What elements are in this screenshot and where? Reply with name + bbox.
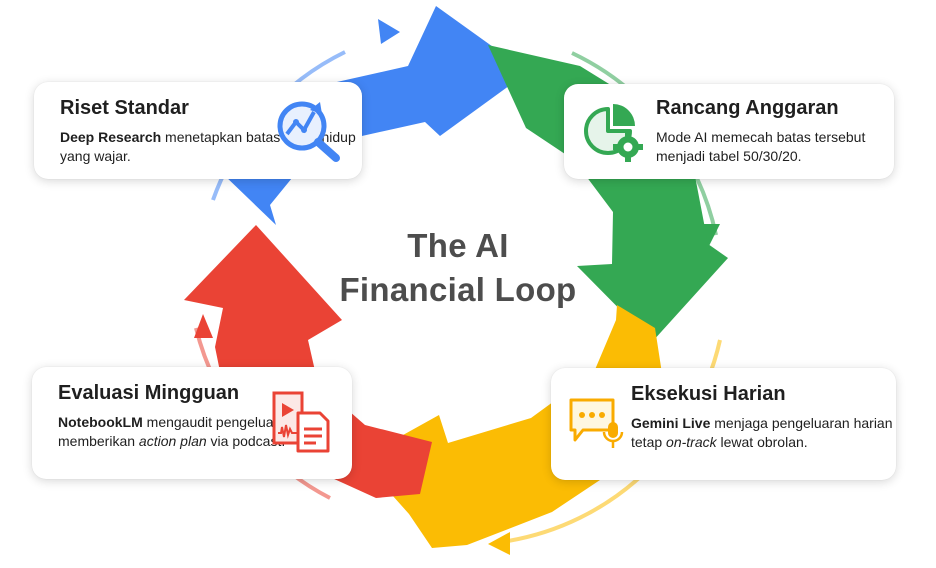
chat-microphone-icon [569,398,624,448]
card-eksekusi-harian: Eksekusi Harian Gemini Live menjaga peng… [551,368,896,480]
card-title: Rancang Anggaran [656,97,839,119]
magnifier-chart-icon [277,101,340,162]
arrow-red [184,225,432,498]
arrow-green [488,45,728,342]
card-evaluasi-mingguan: Evaluasi Mingguan NotebookLM mengaudit p… [32,367,352,479]
diagram-title: The AI Financial Loop [318,224,598,312]
card-description: Mode AI memecah batas tersebut menjadi t… [656,129,866,164]
card-title: Riset Standar [60,97,189,119]
card-riset-standar: Riset Standar Deep Research menetapkan b… [34,82,362,179]
card-title: Evaluasi Mingguan [58,382,240,404]
card-description: Gemini Live menjaga pengeluaran harian t… [631,415,893,450]
pie-chart-gear-icon [584,104,643,162]
tool-name: NotebookLM [58,414,143,430]
tool-name: Gemini Live [631,415,711,431]
tool-name: Deep Research [60,129,162,145]
card-title: Eksekusi Harian [631,383,786,405]
card-rancang-anggaran: Rancang Anggaran Mode AI memecah batas t… [564,84,894,179]
guide-arrowhead-red [194,314,213,338]
guide-arrowhead-yellow [488,532,510,555]
title-line-1: The AI [407,227,509,264]
play-document-icon [272,391,330,453]
guide-arrowhead-blue [378,19,400,44]
arrow-yellow [360,305,663,548]
title-line-2: Financial Loop [339,271,577,308]
